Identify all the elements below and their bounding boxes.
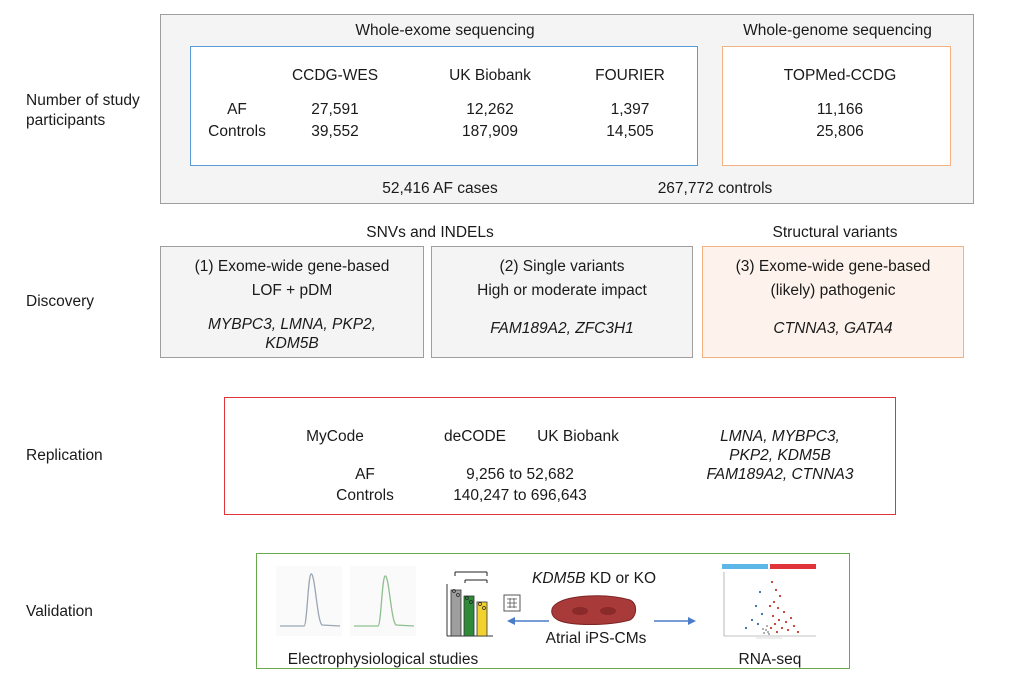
ephys-label: Electrophysiological studies [287, 651, 479, 668]
ap-trace-1 [280, 573, 341, 627]
discovery-box2-line2: High or moderate impact [477, 282, 647, 299]
wgs-box [722, 46, 951, 166]
cohort-controls-value: 25,806 [816, 123, 864, 140]
action-potential-traces [276, 566, 416, 636]
cohort-af-value: 12,262 [466, 101, 514, 118]
cohort-controls-value: 187,909 [461, 123, 519, 140]
participants-af-label: AF [227, 101, 247, 118]
row-label-discovery: Discovery [26, 293, 95, 310]
knockdown-label: KDM5B KD or KO [532, 570, 656, 588]
sv-title: Structural variants [772, 224, 898, 241]
trace-panel-2 [350, 566, 416, 636]
discovery-box2-line1: (2) Single variants [499, 258, 625, 275]
knockdown-gene: KDM5B [532, 570, 586, 587]
wes-box [190, 46, 698, 166]
cohort-name: FOURIER [595, 67, 665, 84]
discovery-box1-line2: LOF + pDM [251, 282, 333, 299]
discovery-box1-line1: (1) Exome-wide gene-based [194, 258, 390, 275]
cohort-af-value: 11,166 [816, 101, 864, 118]
replication-genes-line3: FAM189A2, CTNNA3 [706, 466, 854, 483]
cohort-controls-value: 39,552 [311, 123, 359, 140]
discovery-box-structural [702, 246, 964, 358]
cohort-af-value: 27,591 [311, 101, 359, 118]
replication-genes-line2: PKP2, KDM5B [729, 447, 831, 464]
trace-panel-1 [276, 566, 342, 636]
participants-controls-label: Controls [208, 123, 266, 140]
cohort-name: CCDG-WES [291, 67, 379, 84]
replication-controls-label: Controls [336, 487, 394, 504]
bar-chart-icon [446, 571, 493, 637]
cells-label: Atrial iPS-CMs [545, 630, 647, 647]
arrow-right-icon [654, 617, 696, 625]
row-label-participants: Number of study participants [26, 91, 140, 131]
replication-genes-line1: LMNA, MYBPC3, [720, 428, 840, 445]
replication-controls-range: 140,247 to 696,643 [453, 487, 587, 504]
row-label-replication: Replication [26, 447, 103, 464]
discovery-box1-genes1: MYBPC3, LMNA, PKP2, [208, 316, 376, 333]
snv-title: SNVs and INDELs [366, 224, 494, 241]
row-label-participants-line1: Number of study [26, 92, 140, 109]
replication-cohort: MyCode [306, 428, 364, 445]
bar-green [463, 595, 475, 637]
discovery-box3-genes: CTNNA3, GATA4 [773, 320, 893, 337]
cohort-name: TOPMed-CCDG [783, 67, 897, 84]
row-label-validation: Validation [26, 603, 93, 620]
discovery-box3-line1: (3) Exome-wide gene-based [735, 258, 931, 275]
discovery-box2-genes: FAM189A2, ZFC3H1 [490, 320, 634, 337]
volcano-plot-icon [716, 562, 822, 646]
discovery-box1-genes2: KDM5B [265, 335, 319, 352]
total-af-cases: 52,416 AF cases [382, 180, 498, 197]
cohort-controls-value: 14,505 [606, 123, 654, 140]
total-controls: 267,772 controls [657, 180, 773, 197]
cardiomyocyte-icon [551, 595, 637, 625]
analysis-icon [503, 594, 521, 612]
discovery-box-single-variants [431, 246, 693, 358]
bar-yellow [476, 601, 488, 637]
cohort-af-value: 1,397 [610, 101, 650, 118]
discovery-box-gene-based [160, 246, 424, 358]
replication-af-label: AF [355, 466, 375, 483]
wes-title: Whole-exome sequencing [355, 22, 535, 39]
row-label-participants-line2: participants [26, 112, 106, 129]
rnaseq-label: RNA-seq [738, 651, 802, 668]
knockdown-text: KD or KO [585, 570, 657, 587]
wgs-title: Whole-genome sequencing [743, 22, 932, 39]
replication-cohort: deCODE [443, 428, 507, 445]
discovery-box3-line2: (likely) pathogenic [770, 282, 896, 299]
replication-af-range: 9,256 to 52,682 [466, 466, 574, 483]
bar-gray [450, 589, 462, 637]
ap-trace-2 [354, 575, 415, 627]
arrow-left-icon [507, 617, 549, 625]
cohort-name: UK Biobank [449, 67, 531, 84]
replication-box [224, 397, 896, 515]
replication-cohort: UK Biobank [537, 428, 619, 445]
